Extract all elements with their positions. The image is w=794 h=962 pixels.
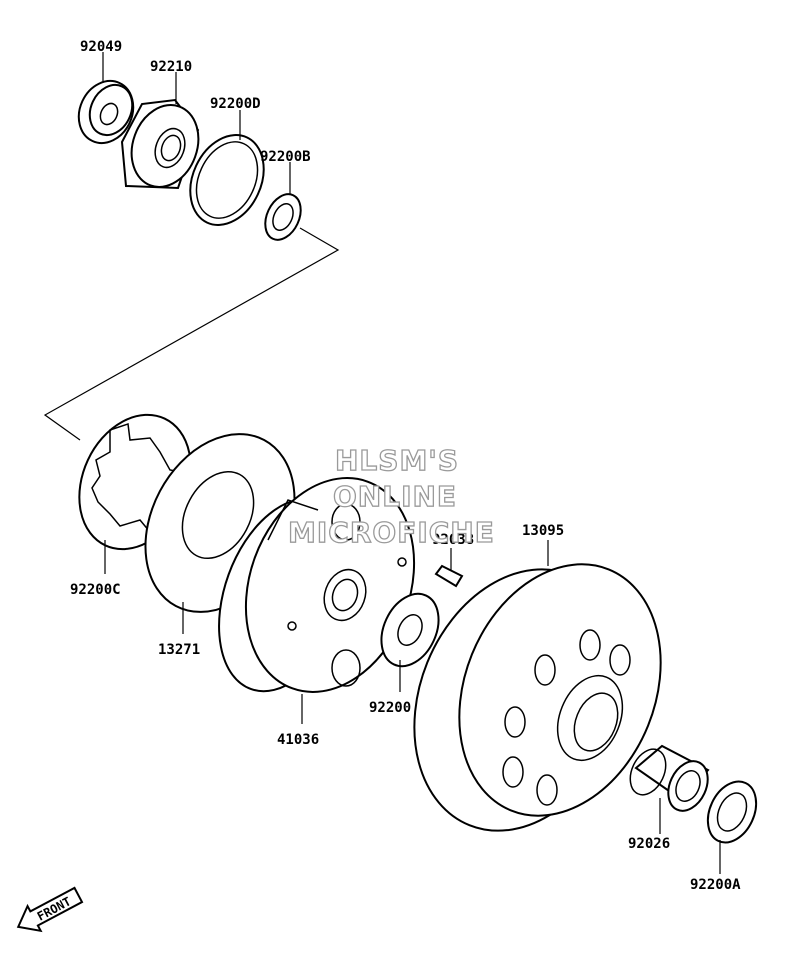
label-92210: 92210 bbox=[150, 59, 192, 75]
watermark-line2: ONLINE bbox=[333, 480, 457, 513]
watermark-line3: MICROFICHE bbox=[288, 516, 495, 549]
watermark-line1: HLSM'S bbox=[335, 444, 459, 477]
oil-seal-92049 bbox=[77, 79, 135, 145]
washer-92200 bbox=[380, 592, 440, 668]
group-connector-line bbox=[43, 227, 340, 441]
label-92038: 92038 bbox=[432, 532, 474, 548]
label-92200D: 92200D bbox=[210, 96, 261, 112]
washer-92200B bbox=[264, 193, 302, 241]
label-92200: 92200 bbox=[369, 700, 411, 716]
front-arrow-icon: FRONT bbox=[16, 886, 84, 933]
watermark: HLSM'S ONLINE MICROFICHE bbox=[287, 443, 495, 549]
label-92200B: 92200B bbox=[260, 149, 311, 165]
label-92049: 92049 bbox=[80, 39, 122, 55]
label-41036: 41036 bbox=[277, 732, 319, 748]
collar-92026 bbox=[629, 744, 710, 812]
label-92200C: 92200C bbox=[70, 582, 121, 598]
label-13095: 13095 bbox=[522, 523, 564, 539]
o-ring-92200D bbox=[189, 134, 265, 226]
nut-92210 bbox=[120, 98, 200, 190]
clutch-housing-13095 bbox=[413, 563, 662, 832]
washer-92200A bbox=[706, 780, 758, 844]
label-92200A: 92200A bbox=[690, 877, 741, 893]
label-92026: 92026 bbox=[628, 836, 670, 852]
clutch-shoe-41036 bbox=[218, 477, 416, 693]
key-92038 bbox=[434, 564, 464, 588]
label-13271: 13271 bbox=[158, 642, 200, 658]
